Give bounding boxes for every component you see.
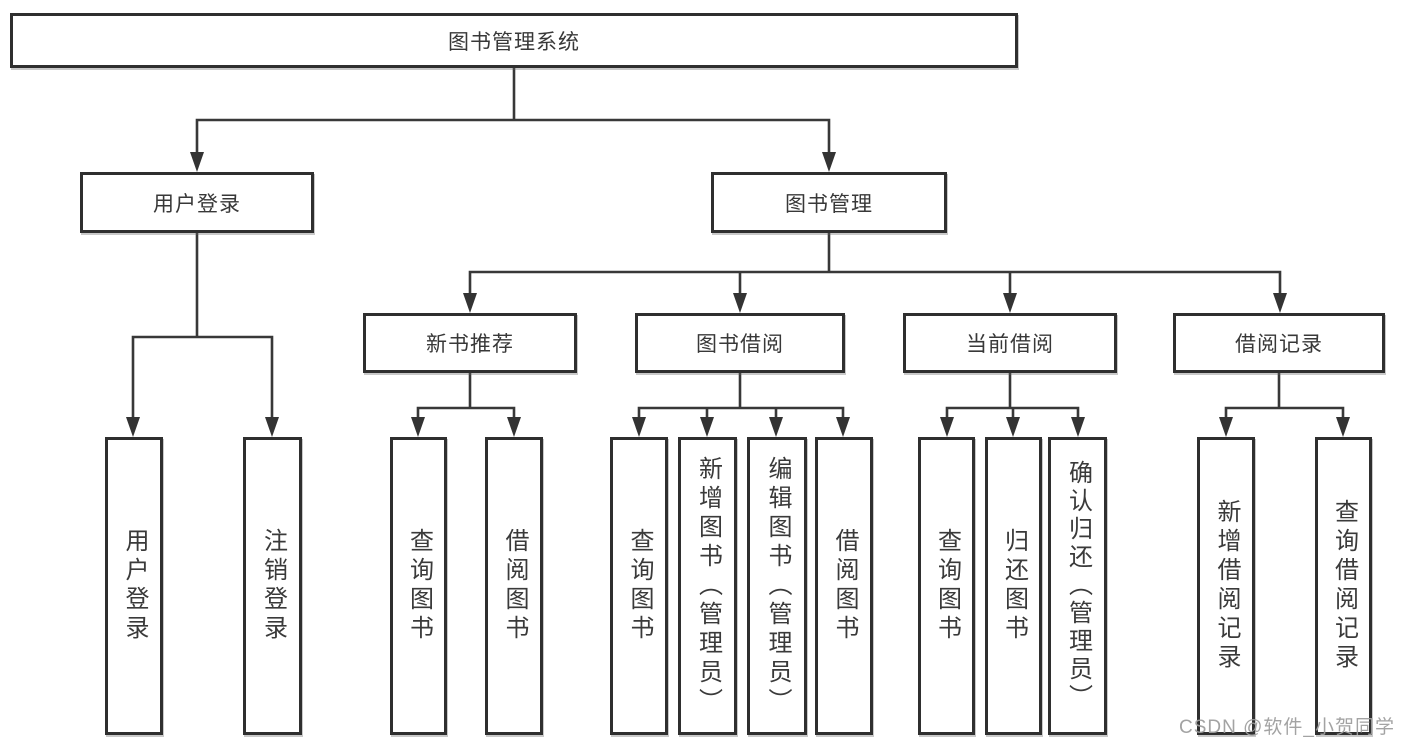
arrow-down-icon bbox=[265, 417, 279, 437]
arrow-down-icon bbox=[769, 417, 783, 437]
node-label: 查询图书 bbox=[933, 528, 961, 644]
arrow-down-icon bbox=[126, 417, 140, 437]
leaf-borrow-query-book: 查询图书 bbox=[610, 437, 668, 735]
connector-paths bbox=[131, 68, 1345, 421]
node-label: 图书管理 bbox=[785, 192, 873, 216]
connector-recommend-rail bbox=[416, 406, 516, 421]
node-label: 当前借阅 bbox=[966, 333, 1054, 356]
watermark-text: CSDN @软件_小贺同学 bbox=[1179, 717, 1395, 738]
node-label: 编辑图书（管理员） bbox=[764, 455, 791, 717]
node-label: 新书推荐 bbox=[426, 333, 514, 356]
arrow-down-icon bbox=[632, 417, 646, 437]
arrow-down-icon bbox=[411, 417, 425, 437]
node-borrow-records: 借阅记录 bbox=[1173, 313, 1385, 373]
leaf-recommend-borrow-book: 借阅图书 bbox=[485, 437, 543, 735]
leaf-current-query-book: 查询图书 bbox=[918, 437, 975, 735]
node-new-book-recommend: 新书推荐 bbox=[363, 313, 577, 373]
node-label: 新增图书（管理员） bbox=[694, 455, 722, 717]
arrow-down-icon bbox=[1003, 293, 1017, 313]
connector-records-rail bbox=[1224, 406, 1345, 421]
arrowheads bbox=[126, 152, 1350, 437]
leaf-records-query-record: 查询借阅记录 bbox=[1315, 437, 1372, 735]
arrow-down-icon bbox=[463, 293, 477, 313]
arrow-down-icon bbox=[1336, 417, 1350, 437]
connector-borrow-rail bbox=[637, 406, 845, 421]
leaf-borrow-add-book-admin: 新增图书（管理员） bbox=[678, 437, 737, 735]
node-label: 借阅记录 bbox=[1235, 333, 1323, 356]
node-root-system: 图书管理系统 bbox=[10, 13, 1018, 68]
node-label: 查询借阅记录 bbox=[1330, 499, 1358, 673]
leaf-current-return-book: 归还图书 bbox=[985, 437, 1042, 735]
arrow-down-icon bbox=[836, 417, 850, 437]
arrow-down-icon bbox=[700, 417, 714, 437]
node-label: 确认归还（管理员） bbox=[1064, 460, 1092, 712]
arrow-down-icon bbox=[1006, 417, 1020, 437]
leaf-logout-login: 注销登录 bbox=[243, 437, 302, 735]
connector-userlogin-rail bbox=[131, 335, 274, 421]
node-label: 用户登录 bbox=[121, 528, 148, 644]
node-user-login: 用户登录 bbox=[80, 172, 314, 233]
node-label: 查询图书 bbox=[405, 528, 433, 644]
node-label: 归还图书 bbox=[1000, 528, 1028, 644]
node-label: 用户登录 bbox=[153, 192, 241, 216]
node-label: 注销登录 bbox=[259, 528, 287, 644]
leaf-current-confirm-return-admin: 确认归还（管理员） bbox=[1048, 437, 1107, 735]
node-book-borrow: 图书借阅 bbox=[635, 313, 845, 373]
node-book-management: 图书管理 bbox=[711, 172, 947, 233]
arrow-down-icon bbox=[190, 152, 204, 172]
connector-level2-rail bbox=[195, 118, 831, 156]
node-current-borrow: 当前借阅 bbox=[903, 313, 1117, 373]
leaf-recommend-query-book: 查询图书 bbox=[390, 437, 447, 735]
leaf-user-login: 用户登录 bbox=[105, 437, 163, 735]
arrow-down-icon bbox=[507, 417, 521, 437]
arrow-down-icon bbox=[822, 152, 836, 172]
leaf-records-add-record: 新增借阅记录 bbox=[1197, 437, 1255, 735]
node-label: 图书借阅 bbox=[696, 333, 784, 356]
arrow-down-icon bbox=[1273, 293, 1287, 313]
node-label: 借阅图书 bbox=[831, 528, 858, 644]
node-label: 图书管理系统 bbox=[448, 30, 580, 54]
leaf-borrow-edit-book-admin: 编辑图书（管理员） bbox=[747, 437, 807, 735]
node-label: 借阅图书 bbox=[501, 528, 528, 644]
node-label: 新增借阅记录 bbox=[1213, 499, 1240, 673]
arrow-down-icon bbox=[733, 293, 747, 313]
arrow-down-icon bbox=[1071, 417, 1085, 437]
arrow-down-icon bbox=[1219, 417, 1233, 437]
node-label: 查询图书 bbox=[626, 528, 653, 644]
connector-level3-rail bbox=[468, 270, 1282, 297]
leaf-borrow-borrow-book: 借阅图书 bbox=[815, 437, 873, 735]
arrow-down-icon bbox=[940, 417, 954, 437]
